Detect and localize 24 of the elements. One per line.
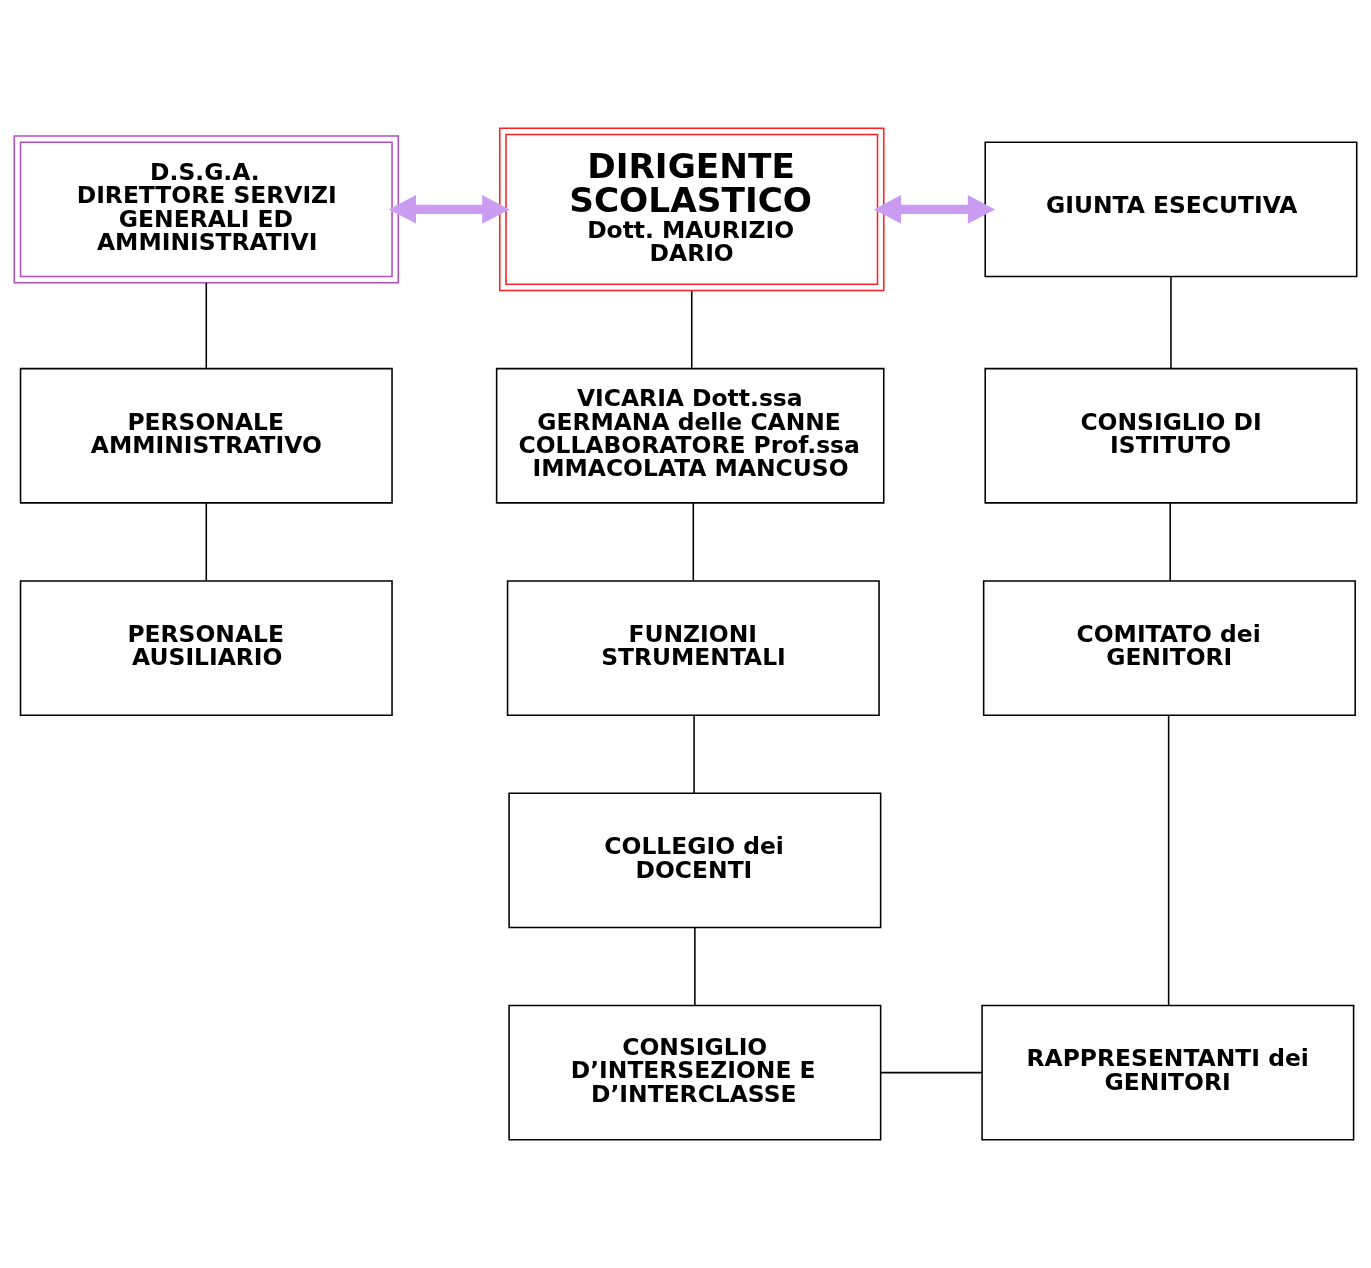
connector: [1167, 714, 1170, 1006]
node-box: FUNZIONI STRUMENTALI: [506, 580, 880, 716]
node-box: PERSONALE AUSILIARIO: [19, 580, 393, 716]
arrow: [388, 195, 510, 224]
connector: [880, 1071, 983, 1074]
node-box: RAPPRESENTANTI dei GENITORI: [981, 1004, 1355, 1141]
node-box: PERSONALE AMMINISTRATIVO: [19, 367, 393, 504]
node-box: VICARIA Dott.ssa GERMANA delle CANNE COLLABORATORE Prof.ssa IMMACOLATA MANCUSO: [495, 367, 885, 504]
node-box: DIRIGENTE SCOLASTICO Dott. MAURIZIO DARIO: [498, 127, 885, 292]
connector: [690, 290, 693, 370]
node-box: COMITATO dei GENITORI: [982, 580, 1356, 716]
node-box: COLLEGIO dei DOCENTI: [508, 792, 882, 929]
connector: [693, 714, 695, 794]
connector: [1169, 502, 1171, 582]
connector: [205, 502, 208, 582]
node-box: GIUNTA ESECUTIVA: [984, 141, 1358, 278]
node-box: D.S.G.A. DIRETTORE SERVIZI GENERALI ED AMMINISTRATIVI: [13, 135, 400, 284]
connector: [692, 502, 695, 582]
connector: [694, 926, 696, 1006]
connector: [205, 282, 208, 369]
node-box: CONSIGLIO D’INTERSEZIONE E D’INTERCLASSE: [508, 1004, 882, 1141]
connector: [1170, 275, 1172, 370]
arrow: [873, 195, 996, 224]
node-box: CONSIGLIO DI ISTITUTO: [984, 367, 1358, 504]
